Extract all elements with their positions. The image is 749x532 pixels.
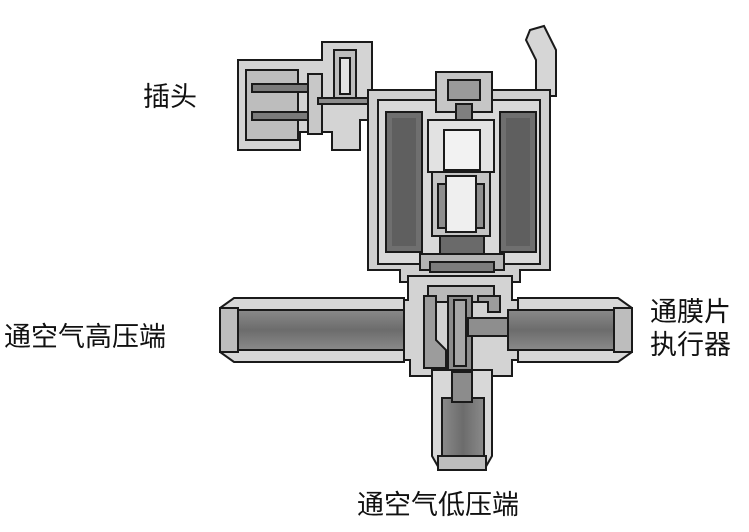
label-low-pressure-port: 通空气低压端 xyxy=(357,490,519,521)
mounting-clip xyxy=(524,24,557,97)
tube-low-pressure xyxy=(431,369,493,471)
label-plug: 插头 xyxy=(143,82,197,113)
label-high-pressure-port: 通空气高压端 xyxy=(4,322,166,353)
label-diaphragm-actuator: 通膜片 执行器 xyxy=(650,296,731,362)
label-diaphragm-line1: 通膜片 xyxy=(650,297,731,328)
label-diaphragm-line2: 执行器 xyxy=(650,330,731,361)
solenoid-housing xyxy=(367,71,551,283)
tube-diaphragm-actuator xyxy=(507,297,633,363)
tube-high-pressure xyxy=(219,297,405,363)
valve-body xyxy=(401,275,521,377)
